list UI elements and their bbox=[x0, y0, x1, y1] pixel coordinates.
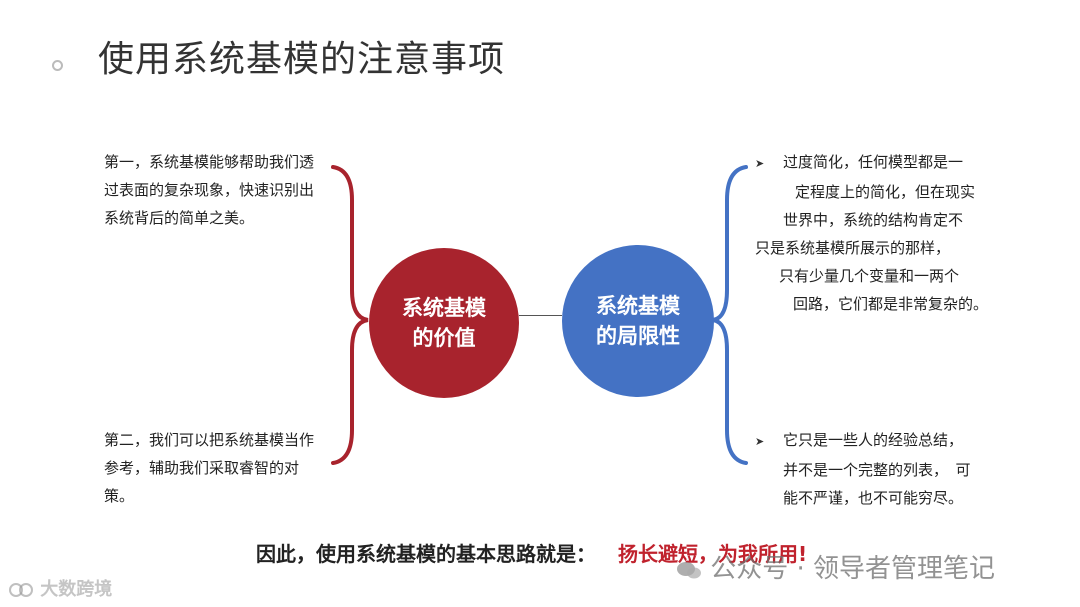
limitation-point-2-line: 能不严谨，也不可能穷尽。 bbox=[783, 489, 964, 507]
limitation-point-2-line: 它只是一些人的经验总结， bbox=[783, 431, 964, 449]
limitation-point-1-line: 过度简化，任何模型都是一 bbox=[783, 153, 964, 171]
limitation-point-1-line: 世界中，系统的结构肯定不 bbox=[783, 211, 964, 229]
value-circle: 系统基模 的价值 bbox=[369, 248, 519, 398]
limitation-point-1-line: 只有少量几个变量和一两个 bbox=[779, 267, 960, 285]
page-title: 使用系统基模的注意事项 bbox=[98, 39, 506, 80]
limitation-point-1-line: 只是系统基模所展示的那样， bbox=[755, 239, 951, 257]
watermark-right: 公众号 · 领导者管理笔记 bbox=[676, 548, 995, 585]
value-label-line1: 系统基模 bbox=[402, 296, 486, 320]
limitation-point-1: ➤过度简化，任何模型都是一 定程度上的简化，但在现实 世界中，系统的结构肯定不 … bbox=[755, 148, 1005, 318]
value-point-2: 第二，我们可以把系统基模当作参考，辅助我们采取睿智的对策。 bbox=[104, 431, 315, 505]
conclusion-text: 因此，使用系统基模的基本思路就是： bbox=[256, 542, 596, 566]
limitation-point-1-line: 定程度上的简化，但在现实 bbox=[795, 183, 976, 201]
limitation-circle: 系统基模 的局限性 bbox=[562, 245, 714, 397]
watermark-logo-icon bbox=[9, 583, 33, 597]
arrow-bullet-icon: ➤ bbox=[755, 157, 765, 170]
value-label-line2: 的价值 bbox=[412, 326, 476, 350]
title-bullet-dot bbox=[52, 60, 63, 71]
watermark-right-text: 公众号 · 领导者管理笔记 bbox=[710, 554, 996, 584]
limitation-label-line1: 系统基模 bbox=[596, 294, 680, 318]
limitation-point-2-line: 并不是一个完整的列表， 可 bbox=[783, 461, 971, 479]
circle-connector-line bbox=[519, 315, 562, 316]
conclusion-sentence: 因此，使用系统基模的基本思路就是： 扬长避短，为我所用! bbox=[256, 538, 807, 567]
left-brace bbox=[331, 165, 369, 465]
limitation-label-line2: 的局限性 bbox=[596, 324, 680, 348]
limitation-point-2: ➤ 它只是一些人的经验总结， 并不是一个完整的列表， 可 能不严谨，也不可能穷尽。 bbox=[755, 426, 995, 512]
watermark-left-text: 大数跨境 bbox=[40, 579, 113, 600]
wechat-icon bbox=[677, 561, 701, 578]
limitation-point-1-line: 回路，它们都是非常复杂的。 bbox=[793, 295, 989, 313]
watermark-left: 大数跨境 bbox=[8, 575, 112, 601]
conclusion-highlight: 扬长避短，为我所用! bbox=[618, 542, 808, 566]
arrow-bullet-icon: ➤ bbox=[755, 435, 765, 448]
right-brace bbox=[712, 165, 748, 465]
value-point-1: 第一，系统基模能够帮助我们透过表面的复杂现象，快速识别出系统背后的简单之美。 bbox=[104, 153, 315, 227]
